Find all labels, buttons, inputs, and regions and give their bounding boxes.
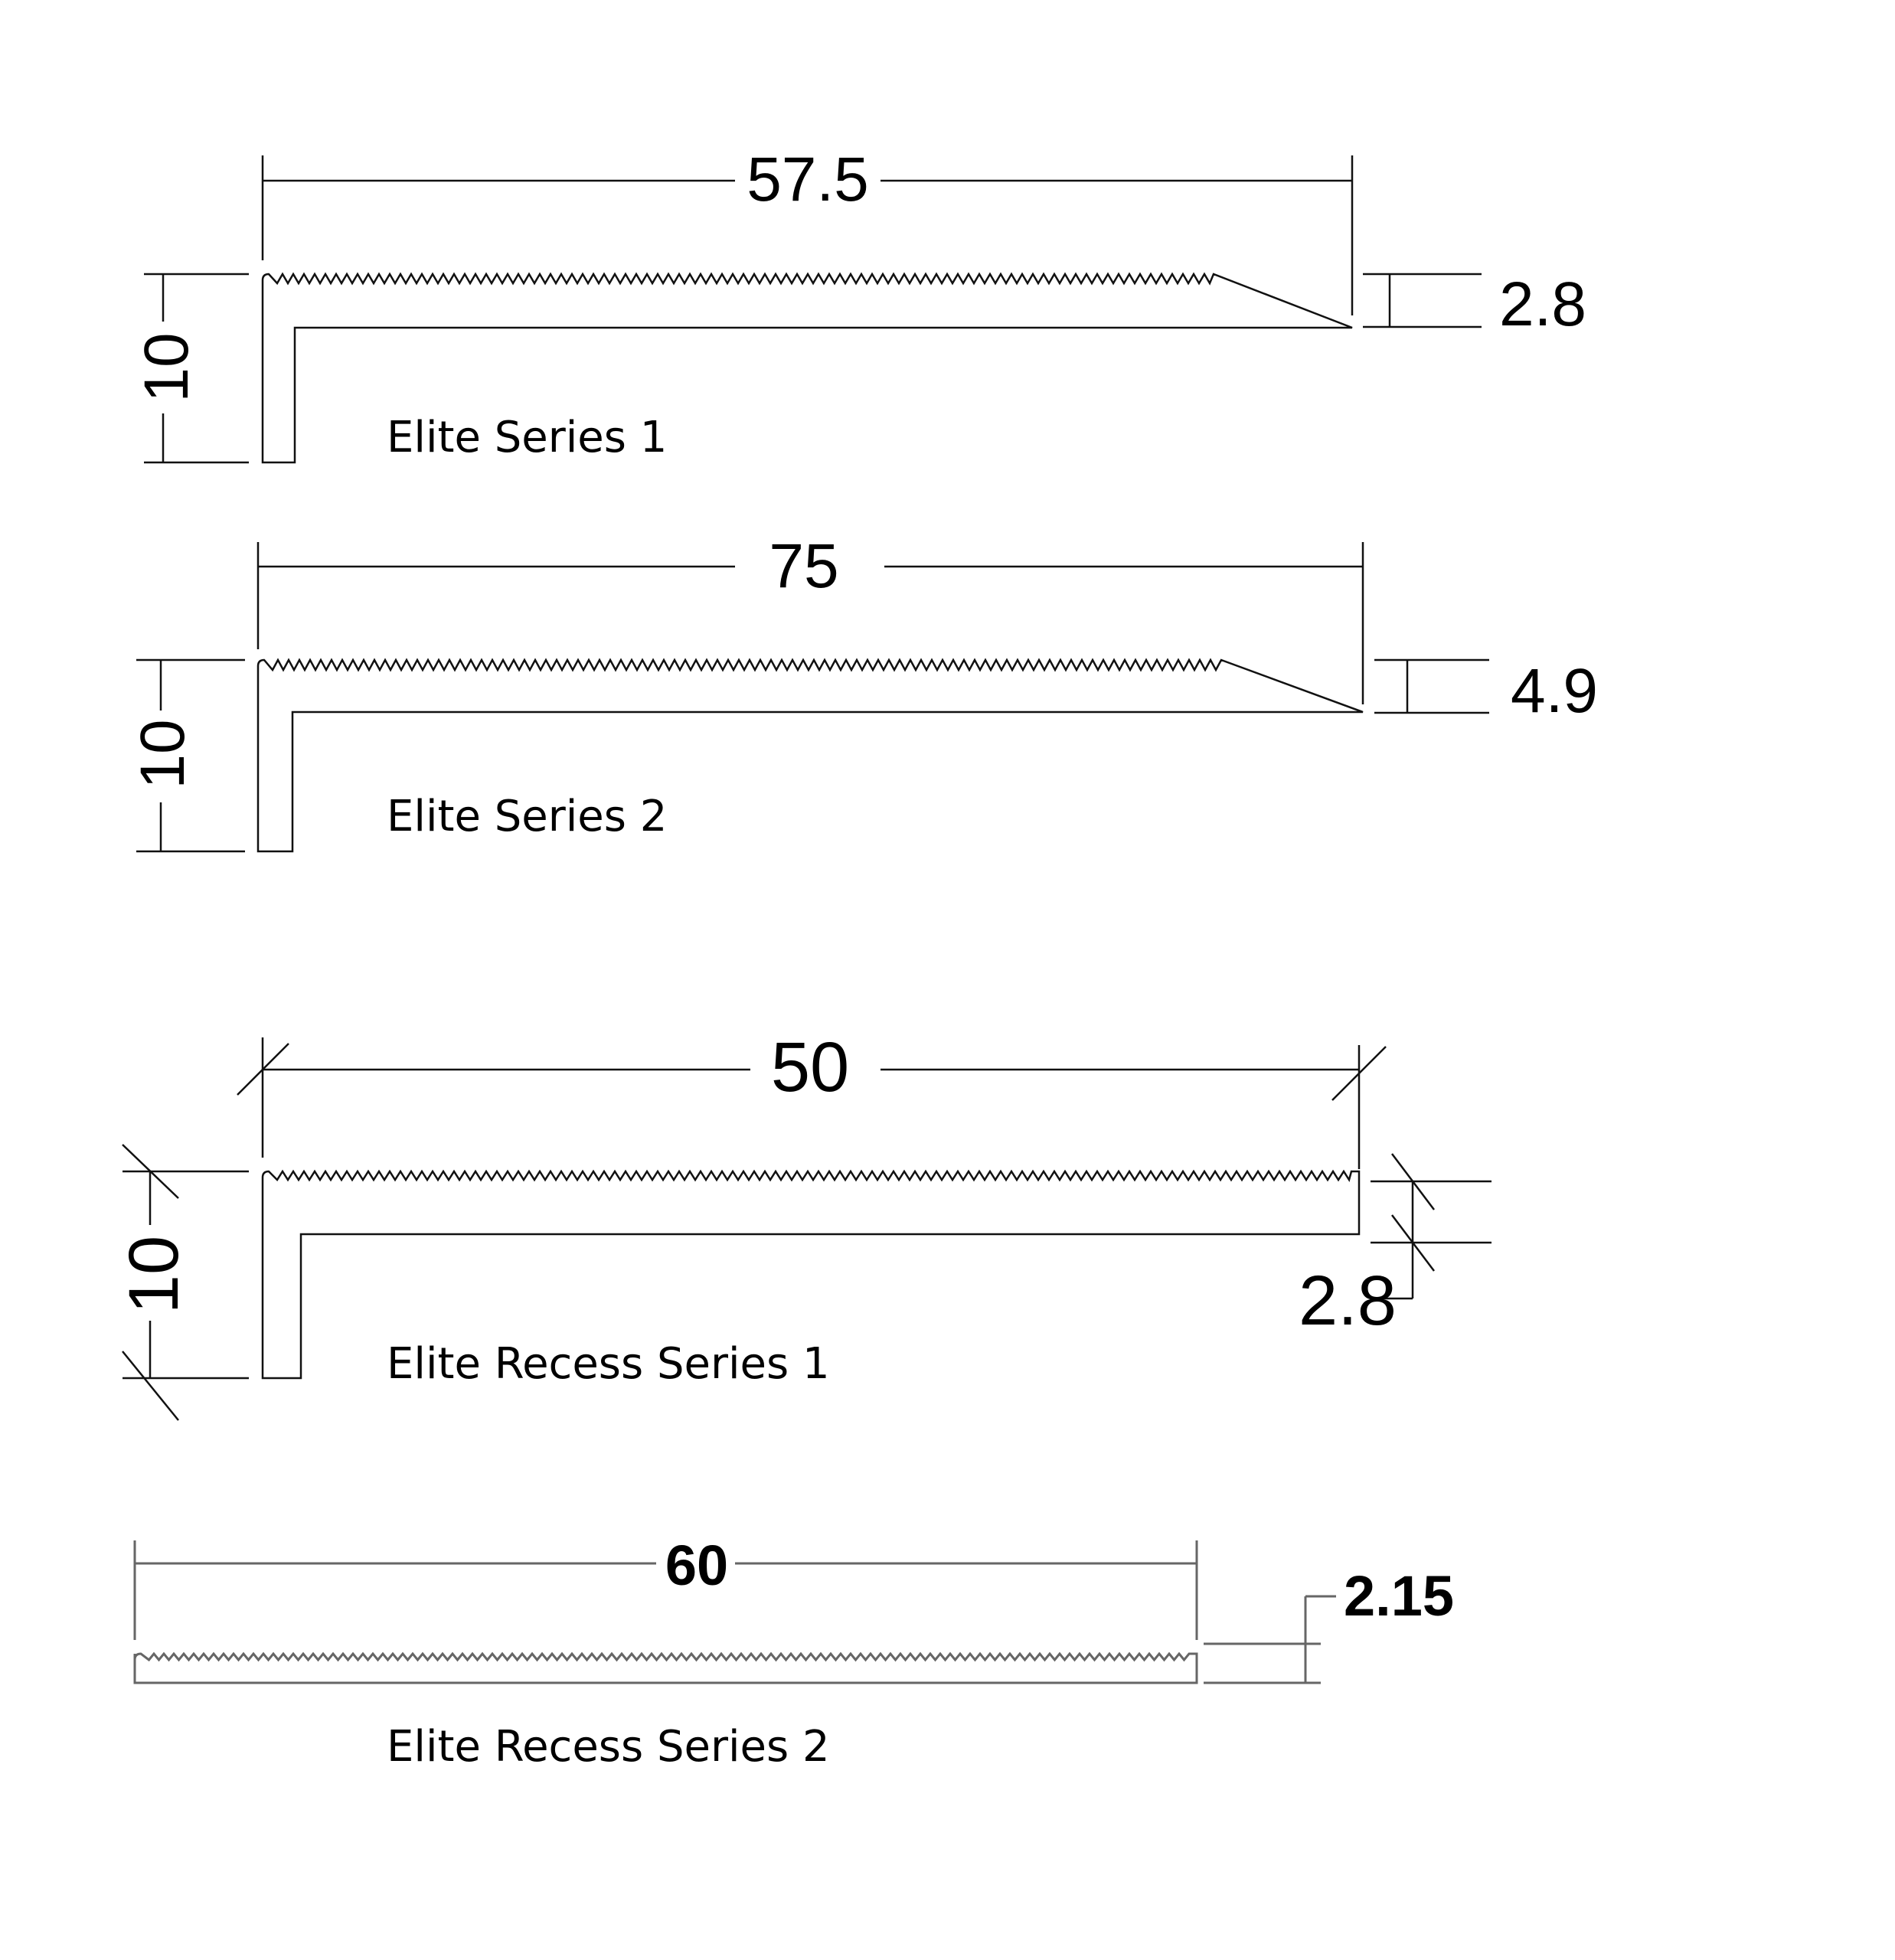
profile-elite-series-2: 75 10 4.9 Elite Series 2	[128, 531, 1598, 853]
profile-name-label: Elite Series 1	[387, 413, 667, 462]
profile-elite-recess-series-2: 60 2.15 Elite Recess Series 2	[133, 1534, 1454, 1772]
profile-name-label: Elite Recess Series 1	[387, 1339, 830, 1389]
tip-dimension-label: 2.8	[1299, 1262, 1397, 1340]
tick-mark	[1391, 1153, 1435, 1210]
tip-dimension-label: 2.8	[1499, 270, 1586, 339]
profile-outline	[261, 1169, 1361, 1380]
profile-outline	[133, 1651, 1198, 1684]
height-dimension-label: 10	[128, 719, 198, 789]
tick-mark	[122, 1351, 179, 1421]
tip-dimension-label: 4.9	[1511, 656, 1598, 726]
height-dimension-label: 10	[115, 1236, 193, 1314]
profile-name-label: Elite Series 2	[387, 792, 667, 841]
tip-dimension-label: 2.15	[1344, 1564, 1454, 1628]
profile-elite-series-1: 57.5 10 2.8 Elite Series 1	[132, 145, 1586, 464]
tick-mark	[1331, 1046, 1387, 1101]
width-dimension-label: 75	[769, 531, 838, 601]
profile-elite-recess-series-1: 50 10 2.8 Elite Recess Series 1	[115, 1028, 1491, 1421]
height-dimension-label: 10	[132, 332, 201, 402]
tick-mark	[122, 1144, 179, 1199]
width-dimension-label: 57.5	[747, 145, 869, 214]
width-dimension-label: 50	[771, 1028, 849, 1106]
tick-mark	[1391, 1214, 1435, 1272]
profile-outline	[256, 658, 1364, 853]
profile-outline	[261, 272, 1353, 464]
profile-name-label: Elite Recess Series 2	[387, 1722, 830, 1772]
tick-mark	[237, 1043, 289, 1096]
width-dimension-label: 60	[665, 1534, 728, 1597]
